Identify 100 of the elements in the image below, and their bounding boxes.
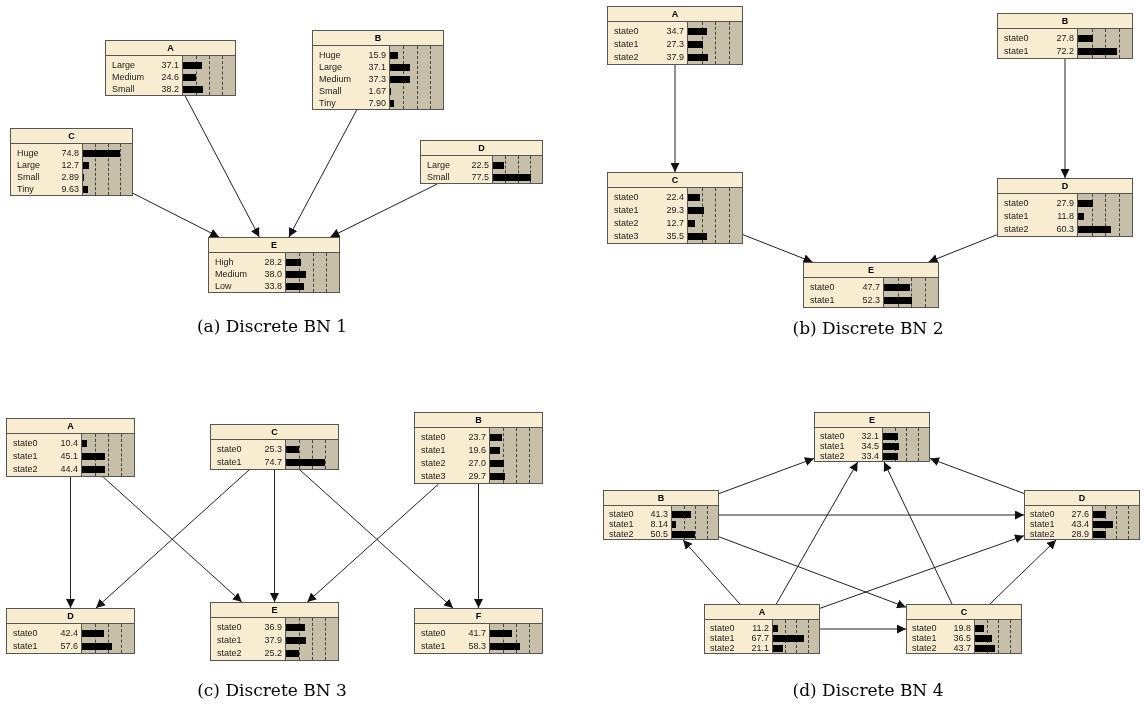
probability-value: 33.8 bbox=[264, 280, 282, 292]
probability-value: 41.7 bbox=[468, 628, 486, 639]
probability-value: 45.1 bbox=[60, 451, 78, 462]
state-label: Small bbox=[112, 83, 135, 95]
state-label: Large bbox=[319, 61, 343, 73]
state-label: state1 bbox=[421, 641, 446, 652]
probability-value: 38.0 bbox=[264, 268, 282, 280]
state-label: state1 bbox=[1030, 518, 1055, 530]
node-table bbox=[803, 262, 939, 308]
probability-value: 34.5 bbox=[861, 440, 879, 452]
probability-value: 23.7 bbox=[468, 432, 486, 443]
state-label: High bbox=[215, 256, 234, 268]
state-label: Huge bbox=[17, 147, 39, 159]
probability-value: 15.9 bbox=[368, 49, 386, 61]
node-table bbox=[312, 30, 444, 110]
probability-value: 27.6 bbox=[1071, 508, 1089, 520]
probability-value: 34.7 bbox=[666, 26, 684, 37]
probability-value: 27.3 bbox=[666, 39, 684, 50]
probability-value: 43.4 bbox=[1071, 518, 1089, 530]
state-label: state0 bbox=[217, 622, 242, 633]
probability-value: 12.7 bbox=[666, 218, 684, 229]
probability-value: 44.4 bbox=[60, 464, 78, 475]
probability-value: 67.7 bbox=[751, 632, 769, 644]
node-table bbox=[414, 412, 543, 484]
state-label: Large bbox=[17, 159, 41, 171]
node-table bbox=[814, 412, 930, 462]
arrow bbox=[1060, 58, 1070, 179]
state-label: Medium bbox=[112, 71, 144, 83]
probability-value: 7.90 bbox=[368, 97, 386, 109]
state-label: Small bbox=[319, 85, 342, 97]
state-label: state1 bbox=[13, 641, 38, 652]
state-label: Tiny bbox=[319, 97, 336, 109]
state-label: state2 bbox=[614, 52, 639, 63]
state-label: state0 bbox=[13, 628, 38, 639]
state-label: state0 bbox=[421, 628, 446, 639]
probability-value: 27.0 bbox=[468, 458, 486, 469]
probability-value: 72.2 bbox=[1056, 46, 1074, 57]
state-label: state1 bbox=[820, 440, 845, 452]
state-label: state2 bbox=[820, 450, 845, 462]
probability-value: 47.7 bbox=[862, 282, 880, 293]
state-label: state0 bbox=[710, 622, 735, 634]
state-label: state0 bbox=[1004, 33, 1029, 44]
arrow bbox=[742, 234, 813, 263]
probability-value: 32.1 bbox=[861, 430, 879, 442]
node-table bbox=[997, 178, 1133, 237]
probability-value: 41.3 bbox=[650, 508, 668, 520]
probability-value: 74.8 bbox=[61, 147, 79, 159]
state-label: state2 bbox=[1004, 224, 1029, 235]
probability-value: 37.3 bbox=[368, 73, 386, 85]
state-label: state1 bbox=[614, 39, 639, 50]
node-table bbox=[906, 604, 1022, 654]
probability-value: 8.14 bbox=[650, 518, 668, 530]
probability-value: 74.7 bbox=[264, 457, 282, 468]
probability-value: 11.2 bbox=[752, 622, 769, 634]
arrow bbox=[718, 457, 815, 495]
arrow bbox=[102, 476, 243, 603]
probability-value: 25.3 bbox=[264, 444, 282, 455]
caption: (d) Discrete BN 4 bbox=[792, 680, 944, 700]
node-table bbox=[105, 40, 236, 96]
arrow bbox=[718, 536, 907, 609]
state-label: state0 bbox=[609, 508, 634, 520]
arrow bbox=[989, 539, 1057, 605]
arrow bbox=[306, 483, 439, 603]
state-label: Large bbox=[112, 59, 136, 71]
probability-value: 28.2 bbox=[264, 256, 282, 268]
arrow bbox=[329, 183, 438, 238]
probability-value: 22.4 bbox=[666, 192, 684, 203]
probability-value: 35.5 bbox=[666, 231, 684, 242]
probability-value: 19.8 bbox=[953, 622, 971, 634]
state-label: state0 bbox=[421, 432, 446, 443]
probability-value: 21.1 bbox=[751, 642, 769, 654]
state-label: Huge bbox=[319, 49, 341, 61]
arrow bbox=[132, 192, 220, 238]
state-label: state2 bbox=[710, 642, 735, 654]
state-label: state2 bbox=[217, 648, 242, 659]
arrow bbox=[718, 510, 1025, 520]
arrow bbox=[299, 469, 454, 609]
probability-value: 24.6 bbox=[161, 71, 179, 83]
node-table bbox=[210, 424, 339, 470]
node-table bbox=[420, 140, 543, 184]
probability-value: 11.8 bbox=[1057, 211, 1074, 222]
state-label: Large bbox=[427, 159, 451, 171]
arrow bbox=[270, 469, 279, 603]
state-label: Small bbox=[17, 171, 40, 183]
state-label: state2 bbox=[609, 528, 634, 540]
arrow bbox=[775, 461, 859, 605]
state-label: Medium bbox=[319, 73, 351, 85]
probability-value: 37.1 bbox=[368, 61, 386, 73]
probability-value: 9.63 bbox=[61, 183, 79, 195]
state-label: state1 bbox=[912, 632, 937, 644]
node-table bbox=[997, 13, 1133, 59]
node-table bbox=[208, 237, 340, 293]
probability-value: 27.8 bbox=[1056, 33, 1074, 44]
probability-value: 77.5 bbox=[471, 171, 489, 183]
state-label: state3 bbox=[614, 231, 639, 242]
arrow bbox=[819, 624, 907, 634]
probability-value: 1.67 bbox=[368, 85, 386, 97]
probability-value: 10.4 bbox=[60, 438, 78, 449]
probability-value: 37.9 bbox=[264, 635, 282, 646]
caption: (a) Discrete BN 1 bbox=[196, 316, 348, 336]
